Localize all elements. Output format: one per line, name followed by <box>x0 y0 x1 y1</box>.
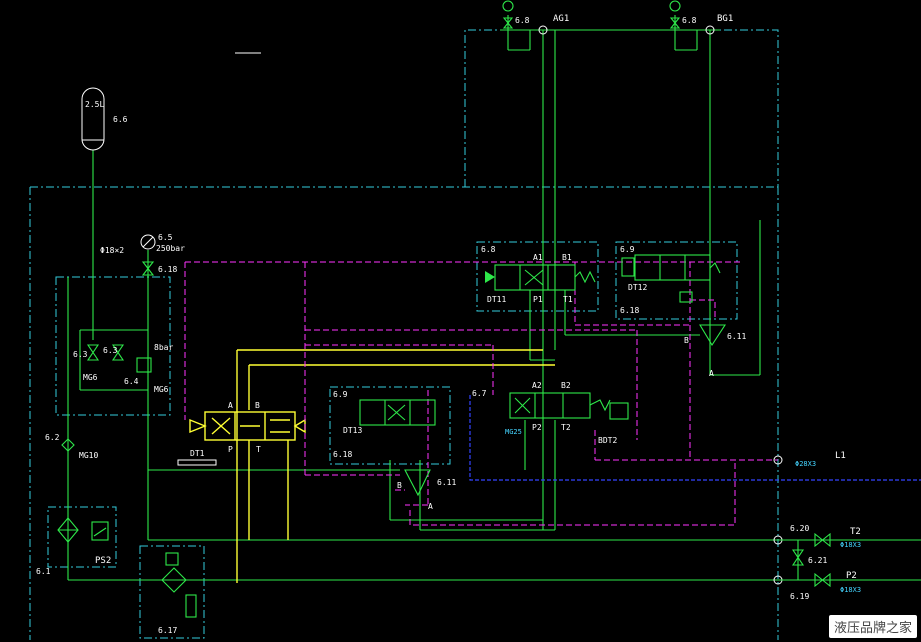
port-a-right: A <box>709 369 714 378</box>
label-6-9-top: 6.9 <box>620 245 635 254</box>
yellow-pipelines <box>177 349 555 583</box>
return-filter <box>57 517 109 543</box>
label-6-2: 6.2 <box>45 433 60 442</box>
pressure-gauge <box>140 234 156 250</box>
gauge-6-18-a: 6.8 <box>515 16 530 25</box>
watermark: 液压品牌之家 <box>828 615 917 638</box>
port-a-mid: A <box>428 502 433 511</box>
top-test-points <box>502 0 715 35</box>
label-6-17: 6.17 <box>158 626 177 635</box>
port-p1: P1 <box>533 295 543 304</box>
port-mg10: MG10 <box>79 451 98 460</box>
valve-label-6-18: 6.18 <box>158 265 177 274</box>
green-pipelines <box>67 15 778 581</box>
gauge-6-18-b: 6.8 <box>682 16 697 25</box>
gauge-range: 250bar <box>156 244 185 253</box>
solenoid-dt1: DT1 <box>190 449 205 458</box>
label-6-18-right: 6.18 <box>620 306 639 315</box>
relief-pressure: 8bar <box>154 343 173 352</box>
label-6-7: 6.7 <box>472 389 487 398</box>
valve-6-3-b: 6.3 <box>103 346 118 355</box>
port-mg6-b: MG6 <box>154 385 169 394</box>
port-l1-spec: Φ28X3 <box>795 460 816 468</box>
gauge-id: 6.5 <box>158 233 173 242</box>
label-6-18-mid: 6.18 <box>333 450 352 459</box>
directional-valve-dt11 <box>485 264 596 291</box>
port-a1: A1 <box>533 253 543 262</box>
port-bg1: BG1 <box>717 14 733 24</box>
valve-6-4: 6.4 <box>124 377 139 386</box>
blue-drain-line <box>469 395 921 481</box>
label-6-8-top: 6.8 <box>481 245 496 254</box>
valve-6-19: 6.19 <box>790 592 809 601</box>
accumulator-volume: 2.5L <box>85 100 104 109</box>
label-6-11-mid: 6.11 <box>437 478 456 487</box>
port-p2: P2 <box>532 423 542 432</box>
solenoid-dt11: DT11 <box>487 295 506 304</box>
port-b2: B2 <box>561 381 571 390</box>
main-port-p: P <box>228 445 233 454</box>
port-l1: L1 <box>835 451 846 461</box>
main-port-t: T <box>256 445 261 454</box>
label-6-9-mid: 6.9 <box>333 390 348 399</box>
system-boundaries <box>29 29 779 640</box>
shutoff-valves <box>61 261 155 452</box>
directional-valve-bdt2 <box>509 392 629 420</box>
pressure-filter <box>161 552 197 618</box>
solenoid-dt13: DT13 <box>343 426 362 435</box>
label-6-11-right: 6.11 <box>727 332 746 341</box>
port-p2-out: P2 <box>846 571 857 581</box>
magenta-pilot-lines <box>184 261 778 526</box>
port-a2: A2 <box>532 381 542 390</box>
main-port-a: A <box>228 401 233 410</box>
pipe-spec: Φ18×2 <box>100 246 124 255</box>
port-t2-out: T2 <box>850 527 861 537</box>
solenoid-dt12: DT12 <box>628 283 647 292</box>
port-b1: B1 <box>562 253 572 262</box>
port-t2: T2 <box>561 423 571 432</box>
port-t1: T1 <box>563 295 573 304</box>
solenoid-bdt2: BDT2 <box>598 436 617 445</box>
main-port-b: B <box>255 401 260 410</box>
port-ag1: AG1 <box>553 14 569 24</box>
right-outputs <box>773 455 921 588</box>
valve-6-3-a: 6.3 <box>73 350 88 359</box>
directional-valve-dt13 <box>359 399 436 497</box>
port-t2-spec: Φ18X3 <box>840 541 861 549</box>
valve-6-21: 6.21 <box>808 556 827 565</box>
port-mg6-a: MG6 <box>83 373 98 382</box>
pressure-switch-ps2: PS2 <box>95 556 111 566</box>
accumulator-id: 6.6 <box>113 115 128 124</box>
port-p2-spec: Φ18X3 <box>840 586 861 594</box>
port-mg25: MG25 <box>505 428 522 436</box>
port-b-mid: B <box>397 481 402 490</box>
directional-valve-dt12 <box>621 254 727 347</box>
accumulator <box>81 87 105 151</box>
label-6-1: 6.1 <box>36 567 51 576</box>
valve-6-20: 6.20 <box>790 524 809 533</box>
port-b-right: B <box>684 336 689 345</box>
